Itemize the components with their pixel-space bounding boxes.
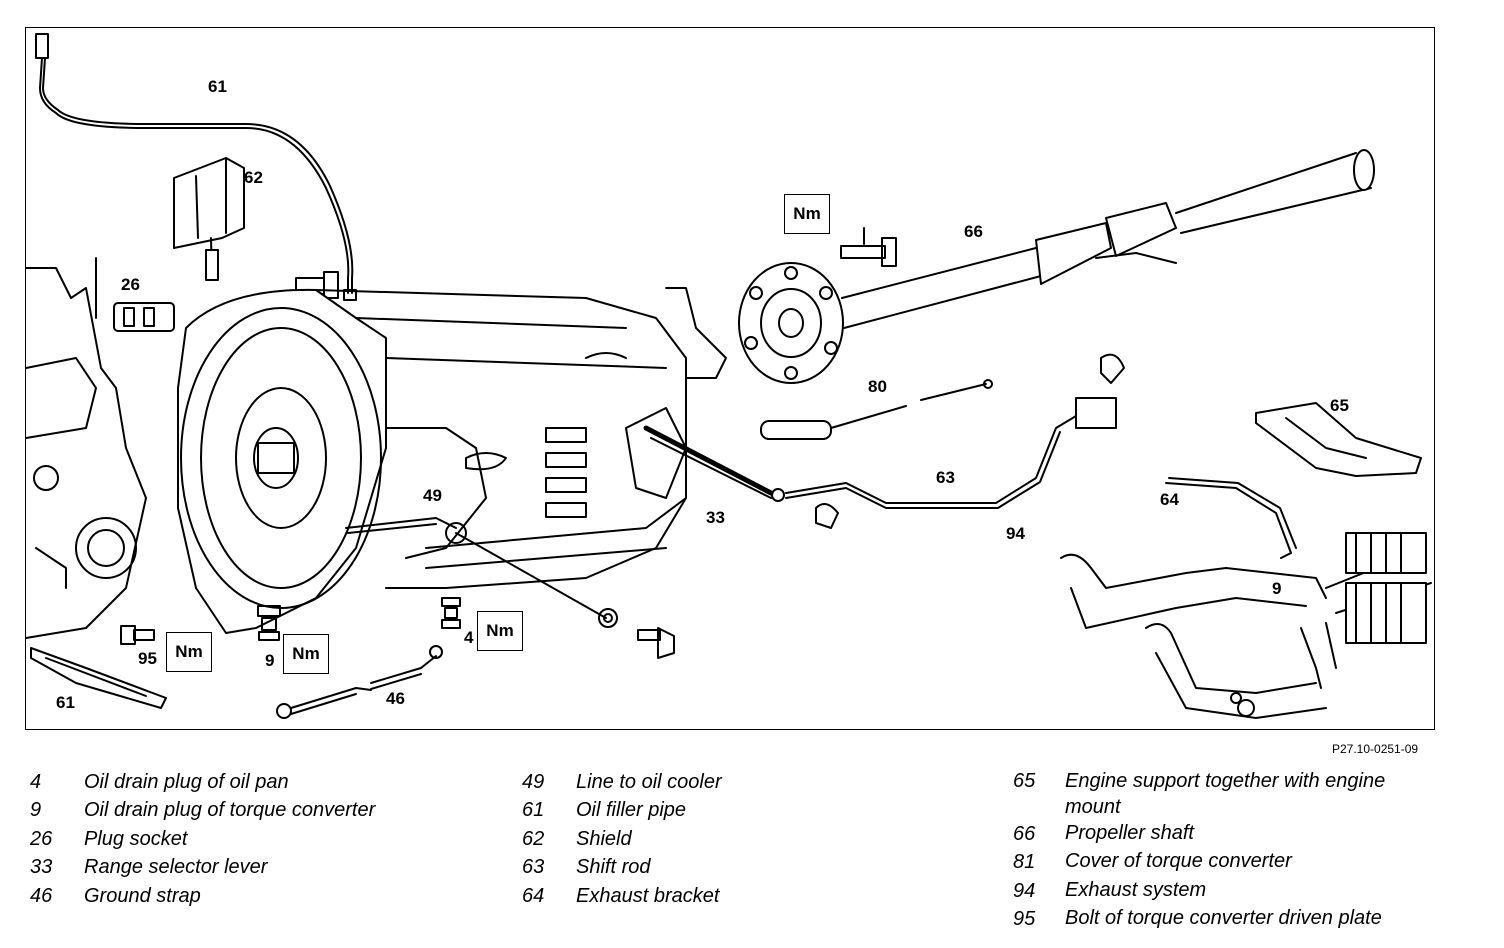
legend-item: 33 Range selector lever bbox=[27, 853, 375, 881]
transmission-housing bbox=[177, 287, 727, 634]
oil-filler-pipe bbox=[35, 33, 357, 301]
range-selector-lever bbox=[625, 407, 774, 499]
bolt bbox=[637, 627, 675, 659]
figure-code: P27.10-0251-09 bbox=[1332, 742, 1419, 756]
torque-spec-box: Nm bbox=[477, 611, 523, 651]
legend-label: Oil drain plug of oil pan bbox=[84, 771, 289, 793]
callout-49-oil-cooler-line: 49 bbox=[423, 486, 442, 505]
callout-46-ground-strap: 46 bbox=[386, 689, 405, 708]
propeller-shaft bbox=[738, 149, 1375, 384]
shift-rod bbox=[760, 353, 1125, 529]
legend-item: 26 Plug socket bbox=[27, 825, 375, 853]
legend-number: 95 bbox=[1013, 908, 1036, 931]
callout-81-torque-converter-cover: 61 bbox=[56, 693, 75, 712]
legend-number: 64 bbox=[522, 884, 545, 907]
callout-66-propeller-shaft: 66 bbox=[964, 222, 983, 241]
legend-item: 95 Bolt of torque converter driven plate bbox=[1013, 905, 1445, 933]
legend-number: 4 bbox=[30, 771, 42, 793]
torque-spec-box: Nm bbox=[283, 634, 329, 674]
legend-label: Oil filler pipe bbox=[576, 799, 687, 822]
legend-item: 61 Oil filler pipe bbox=[522, 796, 722, 824]
torque-spec-box: Nm bbox=[784, 194, 830, 234]
callout-4-drain-plug: 4 bbox=[464, 628, 474, 647]
legend-number: 62 bbox=[522, 827, 545, 850]
legend-label: Plug socket bbox=[84, 827, 188, 850]
legend-label: Cover of torque converter bbox=[1065, 850, 1292, 873]
torque-spec-box: Nm bbox=[166, 632, 212, 672]
callout-94-exhaust-system: 94 bbox=[1006, 524, 1025, 543]
legend-label: Oil drain plug of torque converter bbox=[84, 799, 376, 822]
oil-cooler-line bbox=[345, 517, 607, 619]
exhaust-system bbox=[1060, 532, 1432, 719]
legend-number: 66 bbox=[1013, 823, 1036, 845]
drain-plug bbox=[257, 605, 281, 641]
legend-number: 33 bbox=[30, 856, 53, 879]
legend-item: 65 Engine support together with engine m… bbox=[1013, 768, 1445, 820]
callout-9-drain-plug: 9 bbox=[265, 651, 275, 670]
callout-61-oil-filler-pipe: 61 bbox=[208, 77, 227, 96]
shield bbox=[173, 157, 245, 281]
drain-plug bbox=[441, 597, 461, 629]
legend-label: Line to oil cooler bbox=[576, 771, 722, 793]
legend-number: 49 bbox=[522, 771, 545, 793]
legend-number: 81 bbox=[1013, 851, 1036, 874]
legend-item: 94 Exhaust system bbox=[1013, 877, 1445, 905]
bolt bbox=[840, 227, 897, 267]
engine-block bbox=[26, 267, 147, 639]
callout-64-exhaust-bracket: 64 bbox=[1160, 490, 1179, 509]
bolt bbox=[120, 625, 155, 645]
exhaust-bracket bbox=[1165, 477, 1297, 559]
torque-converter-cover bbox=[30, 647, 167, 709]
legend-label: Shift rod bbox=[576, 856, 651, 879]
diagram-frame: 61 62 26 66 80 65 63 64 94 9 49 33 95 9 … bbox=[25, 27, 1435, 730]
legend-item: 4 Oil drain plug of oil pan bbox=[27, 768, 375, 796]
legend-item: 81 Cover of torque converter bbox=[1013, 848, 1445, 876]
callout-95-bolt: 95 bbox=[138, 649, 157, 668]
legend-column-1: 4 Oil drain plug of oil pan 9 Oil drain … bbox=[27, 768, 375, 910]
legend-column-3: 65 Engine support together with engine m… bbox=[1013, 768, 1445, 934]
legend-label: Exhaust system bbox=[1065, 878, 1207, 901]
plug-socket bbox=[95, 257, 175, 332]
legend-label: Bolt of torque converter driven plate bbox=[1065, 907, 1382, 930]
legend-label: Ground strap bbox=[84, 884, 201, 907]
engine-support bbox=[1255, 402, 1422, 477]
legend-number: 63 bbox=[522, 856, 545, 879]
callout-33-range-selector-lever: 33 bbox=[706, 508, 725, 527]
legend-item: 66 Propeller shaft bbox=[1013, 820, 1445, 848]
legend-item: 63 Shift rod bbox=[522, 853, 722, 881]
ground-strap bbox=[276, 645, 443, 719]
legend-item: 9 Oil drain plug of torque converter bbox=[27, 796, 375, 824]
legend-label: Shield bbox=[576, 827, 632, 850]
nut bbox=[598, 608, 618, 628]
legend-item: 64 Exhaust bracket bbox=[522, 882, 722, 910]
legend-number: 9 bbox=[30, 799, 42, 822]
legend-number: 26 bbox=[30, 827, 53, 850]
exploded-view-drawing bbox=[26, 33, 1432, 719]
legend-number: 46 bbox=[30, 884, 53, 907]
legend-label: Exhaust bracket bbox=[576, 884, 720, 907]
legend-number: 61 bbox=[522, 799, 545, 822]
callout-62-shield: 62 bbox=[244, 168, 263, 187]
legend-number: 94 bbox=[1013, 879, 1036, 902]
legend-label: Propeller shaft bbox=[1065, 822, 1194, 844]
callout-63-shift-rod: 63 bbox=[936, 468, 955, 487]
legend-label: Range selector lever bbox=[84, 856, 268, 879]
legend-label: Engine support together with engine moun… bbox=[1065, 770, 1386, 818]
callout-26-plug-socket: 26 bbox=[121, 275, 140, 294]
legend-item: 49 Line to oil cooler bbox=[522, 768, 722, 796]
callout-9-exhaust-pipe: 9 bbox=[1272, 579, 1282, 598]
legend-item: 46 Ground strap bbox=[27, 882, 375, 910]
legend-item: 62 Shield bbox=[522, 825, 722, 853]
callout-80-shift-rod-part: 80 bbox=[868, 377, 887, 396]
callout-65-engine-support: 65 bbox=[1330, 396, 1349, 415]
legend-number: 65 bbox=[1013, 770, 1036, 792]
legend-column-2: 49 Line to oil cooler 61 Oil filler pipe… bbox=[522, 768, 722, 910]
